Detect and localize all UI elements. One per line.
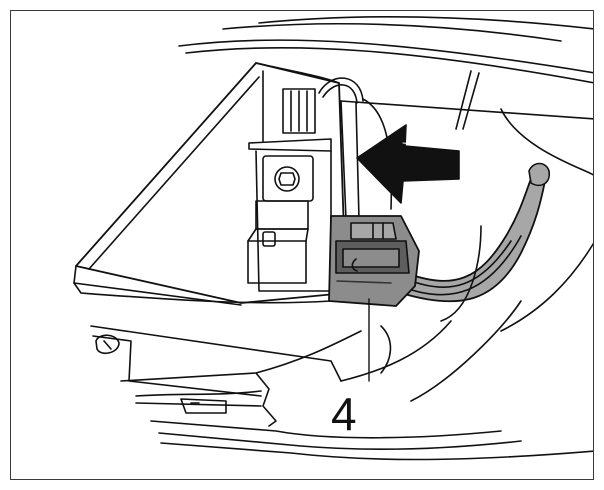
mounting-bracket [247, 155, 314, 284]
upper-wire-loom [282, 77, 393, 220]
illustration-frame: 4 [10, 10, 594, 480]
connector-installation-diagram [73, 15, 593, 461]
electrical-connector [328, 215, 420, 307]
screw-head-icon [274, 166, 300, 192]
callout-number-label: 4 [331, 388, 357, 440]
dashboard-contours [178, 15, 593, 176]
lower-trim [90, 242, 593, 461]
panel-housing [73, 62, 347, 306]
cable-harness [400, 162, 551, 322]
arrow-left-icon [356, 124, 460, 204]
